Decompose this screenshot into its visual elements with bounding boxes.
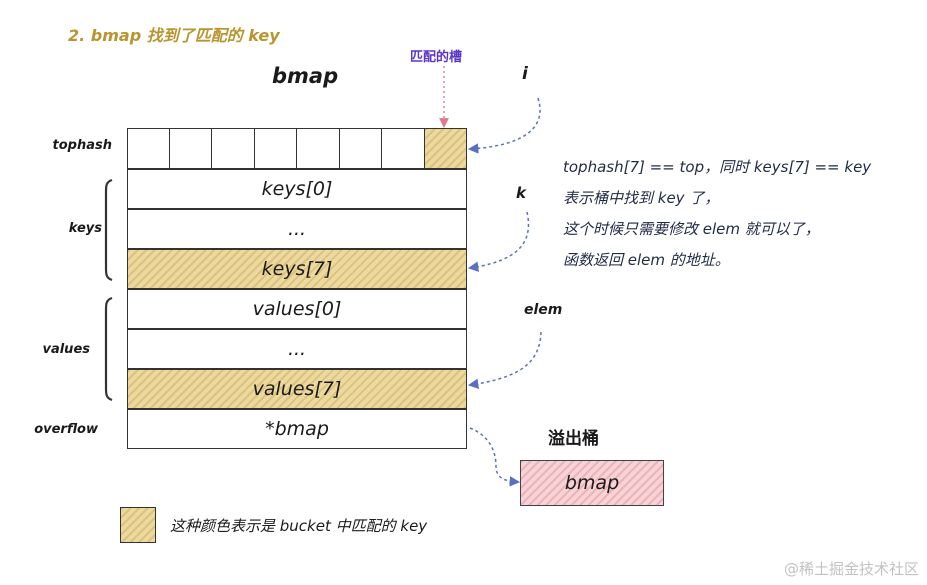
keys-bracket — [104, 178, 113, 282]
keys-row-7: keys[7] — [127, 249, 467, 289]
arrow-k — [467, 211, 530, 272]
note-line-2: 表示桶中找到 key 了， — [563, 189, 720, 207]
matched-slot-label: 匹配的槽 — [410, 50, 463, 65]
bmap-title: bmap — [272, 64, 339, 88]
overflow-bucket-title: 溢出桶 — [548, 429, 599, 449]
legend-text: 这种颜色表示是 bucket 中匹配的 key — [170, 517, 428, 535]
tophash-cell-matched — [424, 128, 467, 169]
tophash-cell — [254, 128, 298, 169]
keys-row-dots: ... — [127, 209, 467, 249]
values-bracket — [104, 296, 113, 402]
arrow-i — [467, 97, 541, 154]
pointer-k: k — [516, 184, 526, 202]
keys-row-0: keys[0] — [127, 169, 467, 209]
pointer-i: i — [522, 64, 528, 84]
note-line-1: tophash[7] == top，同时 keys[7] == key — [563, 158, 872, 176]
tophash-cell — [211, 128, 255, 169]
tophash-label: tophash — [52, 138, 112, 153]
tophash-cell — [339, 128, 383, 169]
keys-label: keys — [68, 221, 102, 236]
overflow-label: overflow — [34, 422, 98, 437]
arrow-overflow — [469, 427, 521, 487]
overflow-row: *bmap — [127, 409, 467, 449]
values-label: values — [42, 342, 90, 357]
legend-swatch — [120, 507, 156, 543]
tophash-cell — [381, 128, 425, 169]
pointer-elem: elem — [524, 302, 563, 318]
values-row-dots: ... — [127, 329, 467, 369]
arrow-elem — [467, 331, 542, 389]
tophash-cell — [296, 128, 340, 169]
overflow-bucket-box: bmap — [520, 460, 664, 506]
watermark: @稀土掘金技术社区 — [783, 560, 919, 578]
section-heading: 2. bmap 找到了匹配的 key — [68, 26, 280, 45]
note-line-4: 函数返回 elem 的地址。 — [563, 251, 730, 269]
tophash-cell — [169, 128, 213, 169]
note-line-3: 这个时候只需要修改 elem 就可以了， — [563, 220, 820, 238]
values-row-7: values[7] — [127, 369, 467, 409]
values-row-0: values[0] — [127, 289, 467, 329]
